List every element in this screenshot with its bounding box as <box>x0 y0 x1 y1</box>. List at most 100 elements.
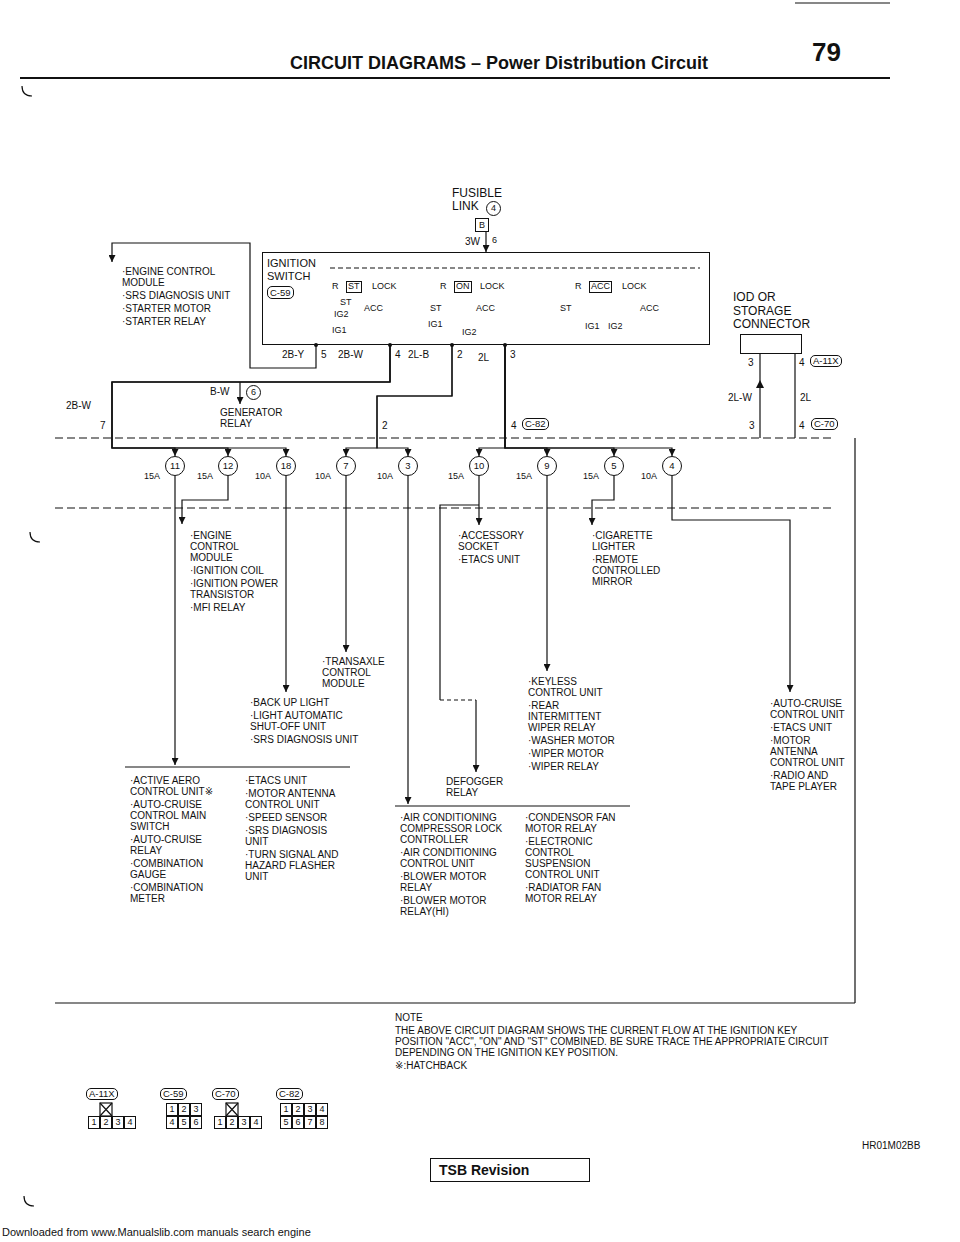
component-name: ·AUTO-CRUISE CONTROL MAIN SWITCH <box>130 799 225 832</box>
revision-box: TSB Revision <box>430 1158 590 1182</box>
wire-label: 4 <box>395 349 401 360</box>
fuse-number: 9 <box>538 457 556 475</box>
wire-label: ST <box>340 298 352 308</box>
fuse-number: 3 <box>399 457 417 475</box>
component-name: NOTE <box>395 1012 835 1023</box>
wire-label: LOCK <box>480 282 505 292</box>
wire-connector <box>112 345 390 456</box>
component-name: ·MOTOR ANTENNA CONTROL UNIT <box>770 735 848 768</box>
fuse: 410A <box>662 456 682 476</box>
connector-name: IOD OR STORAGE CONNECTOR <box>733 291 817 331</box>
wire-connector <box>479 345 505 456</box>
component-name: ·BLOWER MOTOR RELAY <box>400 871 512 893</box>
pin-number: 5 <box>178 1116 190 1129</box>
wire-label: IG2 <box>608 322 623 332</box>
frame-line <box>854 438 855 1003</box>
wire <box>592 476 614 525</box>
bracket <box>395 805 630 806</box>
component-name: ·AIR CONDITIONING COMPRESSOR LOCK CONTRO… <box>400 812 512 845</box>
component-name: ·ELECTRONIC CONTROL SUSPENSION CONTROL U… <box>525 836 625 880</box>
wire-label: B-W <box>210 386 229 397</box>
component-name: ·ENGINE CONTROL MODULE <box>122 266 232 288</box>
fuse-number: 10 <box>470 457 488 475</box>
connector-key <box>100 1103 112 1116</box>
component-name: ·BACK UP LIGHT <box>250 697 360 708</box>
pin-number: 2 <box>100 1116 112 1129</box>
terminal-dot <box>314 343 318 347</box>
wire-label: 7 <box>100 420 106 431</box>
pin-number: 3 <box>190 1103 202 1116</box>
wire-label: ST <box>560 304 572 314</box>
wire <box>407 476 408 804</box>
wire-connector <box>112 345 390 456</box>
component-name: ·CONDENSOR FAN MOTOR RELAY <box>525 812 625 834</box>
wire <box>285 476 286 692</box>
component-name: ·IGNITION COIL <box>190 565 280 576</box>
fuse: 915A <box>537 456 557 476</box>
wire <box>546 476 547 671</box>
fuse-block-outline <box>55 437 835 438</box>
wire <box>759 354 760 438</box>
wire-label: IG1 <box>332 326 347 336</box>
fuse-number: 7 <box>337 457 355 475</box>
pin-number: 5 <box>280 1116 292 1129</box>
wire-label: LOCK <box>372 282 397 292</box>
wire <box>475 700 476 772</box>
fuse-rating: 10A <box>315 471 331 481</box>
key-position: ACC <box>589 281 612 293</box>
fuse: 310A <box>398 456 418 476</box>
page-title: CIRCUIT DIAGRAMS – Power Distribution Ci… <box>290 54 708 74</box>
fuse: 1215A <box>218 456 238 476</box>
wire <box>174 476 175 765</box>
component-name: ·ENGINE CONTROL MODULE <box>190 530 280 563</box>
wire-connector <box>505 345 672 456</box>
component-name: ·SRS DIAGNOSIS UNIT <box>245 825 345 847</box>
switch-linkage <box>330 267 700 268</box>
wire-label: 2L-B <box>408 349 429 360</box>
pin-number: 1 <box>88 1116 100 1129</box>
margin-mark <box>30 532 40 542</box>
header-rule <box>20 77 890 79</box>
wire-label: IG2 <box>334 310 349 320</box>
component-name: ·IGNITION POWER TRANSISTOR <box>190 578 280 600</box>
component-name: ·REAR INTERMITTENT WIPER RELAY <box>528 700 628 733</box>
connector-key <box>226 1103 238 1116</box>
wire-label: HR01M02BB <box>862 1140 920 1151</box>
wire-label: 3 <box>749 420 755 431</box>
pin-number: 4 <box>250 1116 262 1129</box>
wire-label: ST <box>430 304 442 314</box>
frame-line <box>55 1002 855 1003</box>
component-name: ·SPEED SENSOR <box>245 812 345 823</box>
wire-label: 2B-W <box>338 349 363 360</box>
wire-label: 2 <box>457 349 463 360</box>
pin-number: 6 <box>190 1116 202 1129</box>
connector-label: C-59 <box>267 286 294 299</box>
fuse-number: 5 <box>605 457 623 475</box>
wire-connector <box>346 345 452 456</box>
fuse-number: 11 <box>166 457 184 475</box>
wire-label: 4 <box>511 420 517 431</box>
component-name: ·COMBINATION METER <box>130 882 225 904</box>
wire <box>672 476 790 692</box>
pin-number: 3 <box>238 1116 250 1129</box>
wire <box>440 699 476 700</box>
component-name: ·AUTO-CRUISE CONTROL UNIT <box>770 698 848 720</box>
connector-label: C-59 <box>160 1088 187 1100</box>
wire-label: IG1 <box>585 322 600 332</box>
bracket <box>125 766 350 767</box>
wire <box>239 382 240 404</box>
fuse-link-tag: B <box>479 219 485 231</box>
fuse: 1015A <box>469 456 489 476</box>
wire-size: 3W <box>465 236 480 247</box>
switch-name: IGNITION SWITCH <box>267 257 327 282</box>
wire-label: 3 <box>510 349 516 360</box>
wire-label: ACC <box>364 304 383 314</box>
wire-label: ACC <box>476 304 495 314</box>
connector-label: C-82 <box>276 1088 303 1100</box>
pin-number: 4 <box>166 1116 178 1129</box>
pin-number: 1 <box>214 1116 226 1129</box>
wire-label: 3 <box>748 357 754 368</box>
wire-connector <box>485 232 486 252</box>
margin-mark <box>22 86 32 96</box>
